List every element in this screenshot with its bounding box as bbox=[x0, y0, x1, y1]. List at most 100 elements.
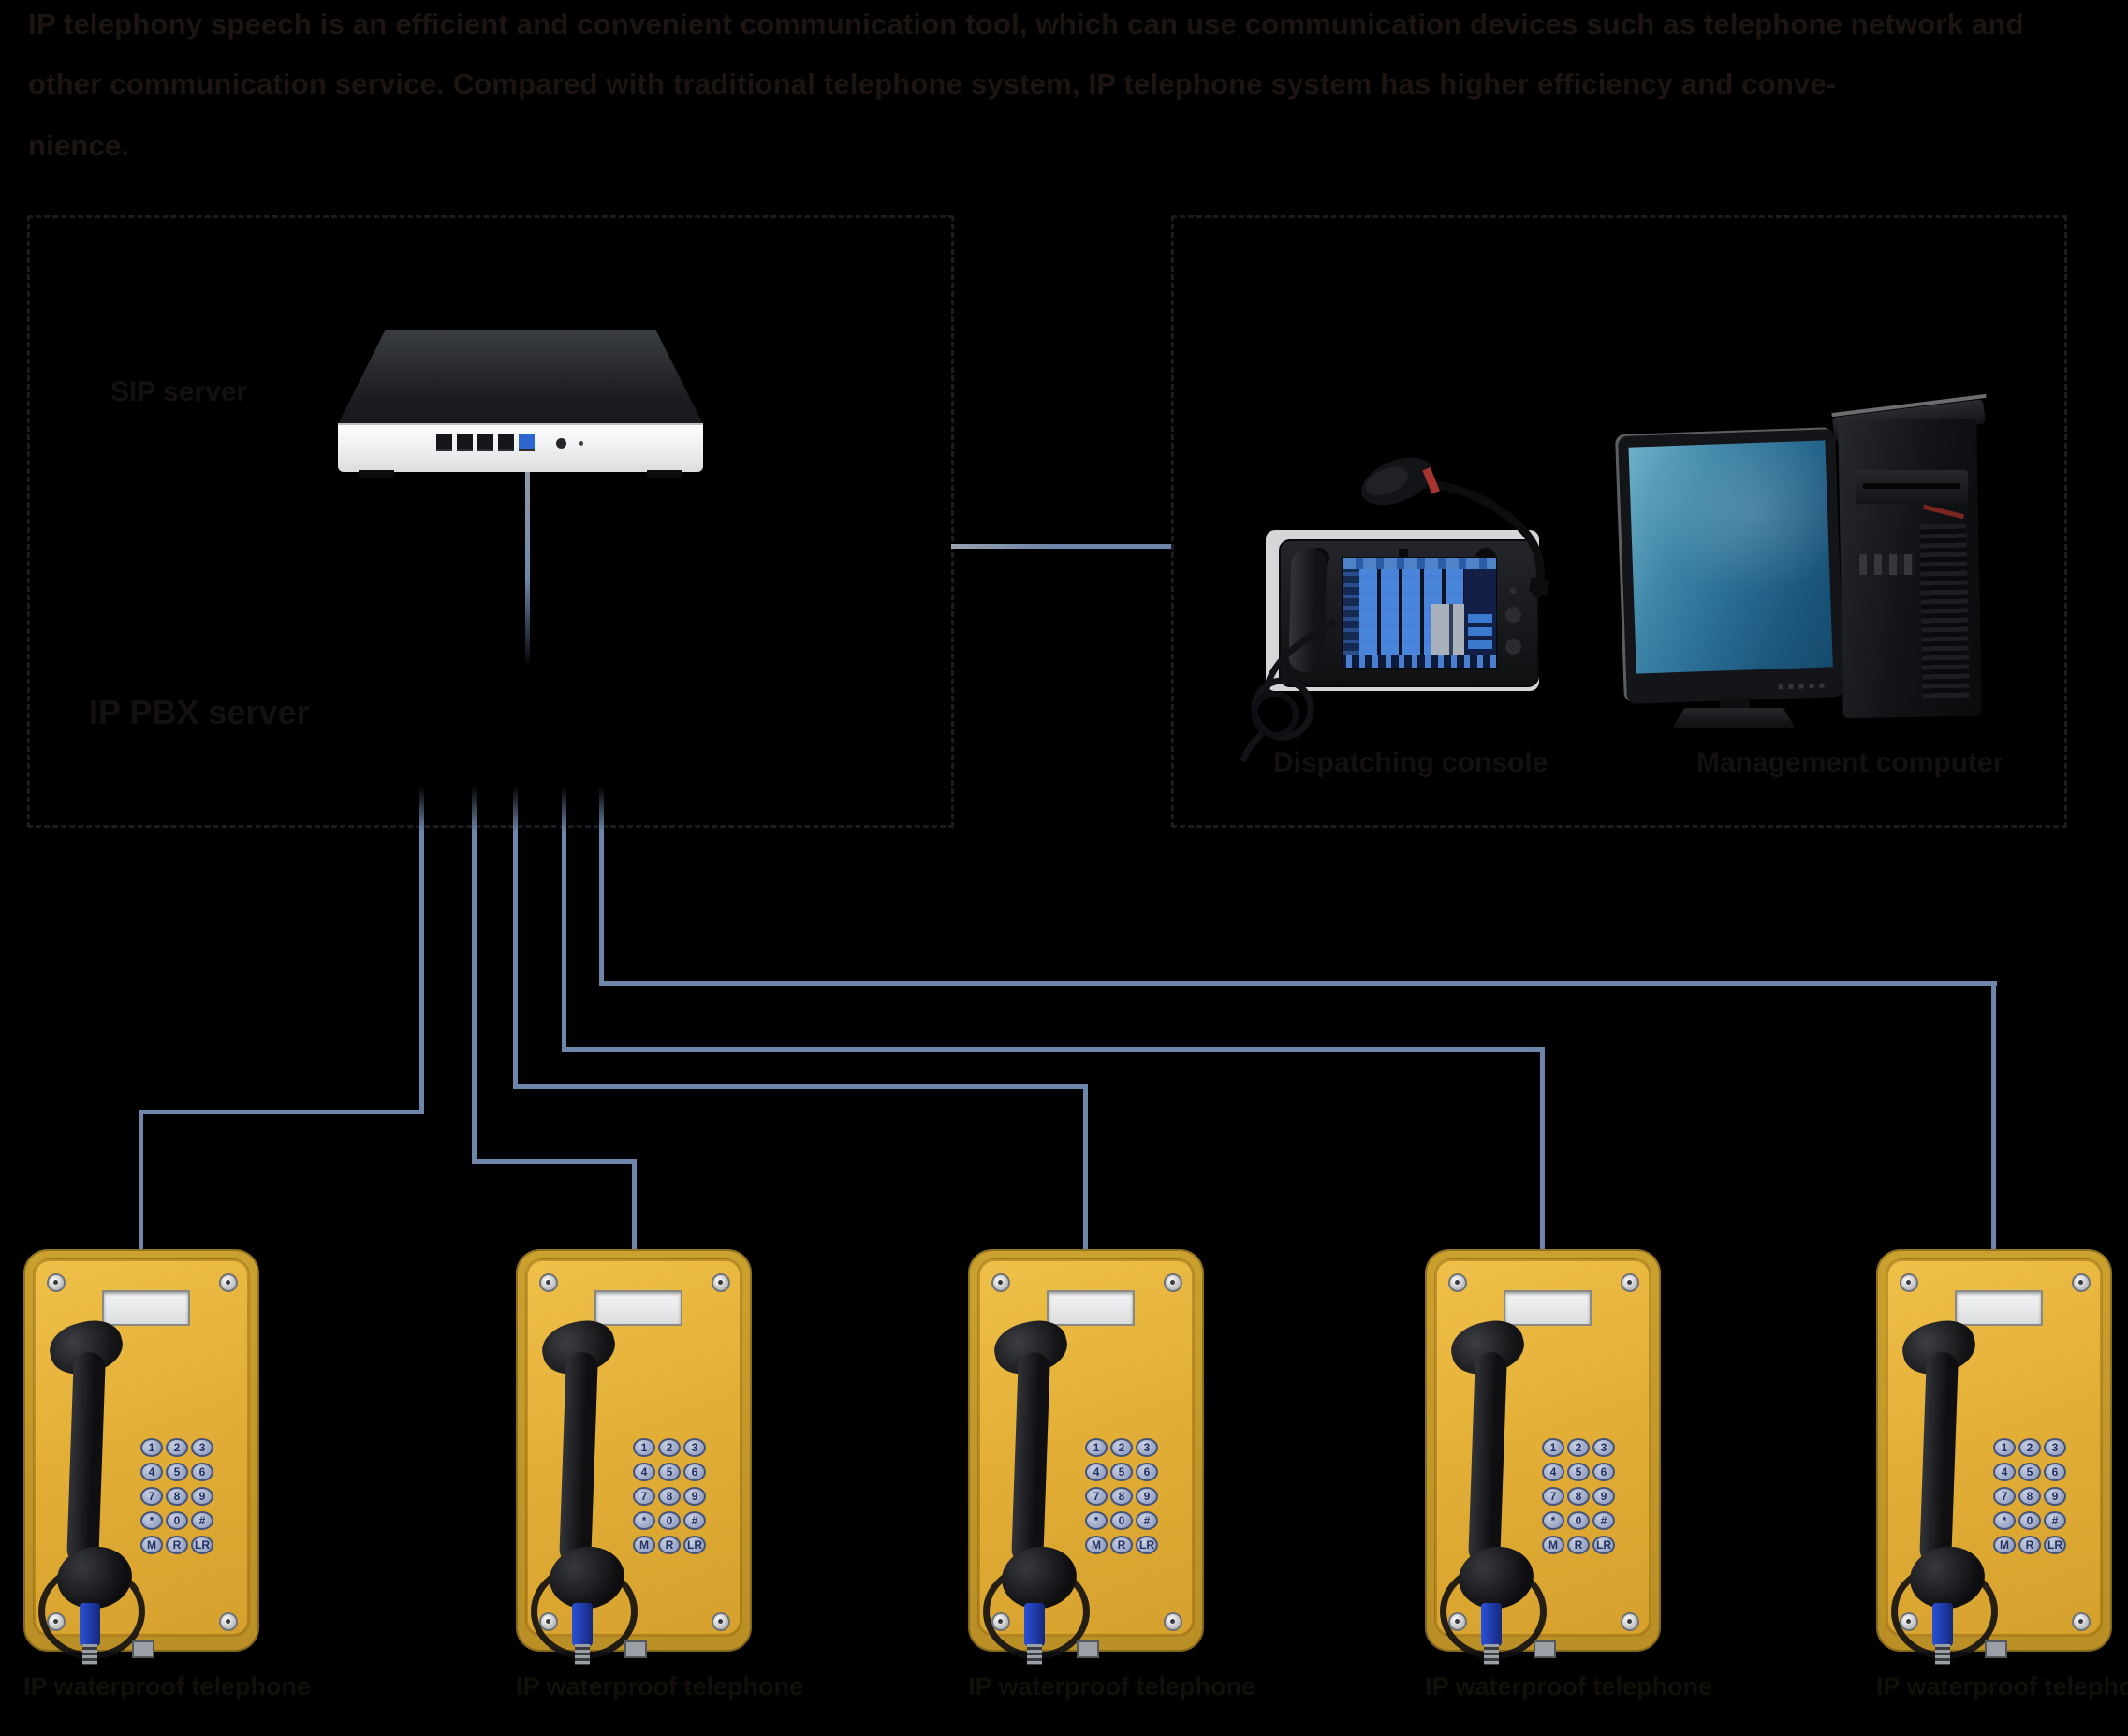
key-2: 2 bbox=[658, 1438, 681, 1457]
key-R: R bbox=[2018, 1536, 2041, 1554]
telephone-caption: IP waterproof telephone bbox=[516, 1672, 804, 1700]
key-3: 3 bbox=[683, 1438, 706, 1457]
key-star: * bbox=[1542, 1511, 1564, 1530]
keypad-row: 1 2 3 bbox=[1990, 1438, 2069, 1457]
screw-icon bbox=[1621, 1273, 1639, 1292]
key-M: M bbox=[1085, 1536, 1108, 1554]
key-hash: # bbox=[191, 1511, 213, 1530]
key-0: 0 bbox=[1567, 1511, 1590, 1530]
bottom-cable-clamp bbox=[624, 1640, 647, 1658]
key-4: 4 bbox=[1993, 1463, 2016, 1481]
telephone-caption: IP waterproof telephone bbox=[1876, 1672, 2128, 1700]
telephone-keypad: 1 2 3 4 5 6 7 8 9 * 0 # bbox=[1539, 1438, 1618, 1560]
console-mic-hole bbox=[1510, 588, 1516, 594]
console-screen-statusbar bbox=[1343, 655, 1496, 668]
key-M: M bbox=[1993, 1536, 2016, 1554]
key-R: R bbox=[1110, 1536, 1133, 1554]
number-label-window bbox=[1955, 1290, 2043, 1326]
keypad-row: 1 2 3 bbox=[1539, 1438, 1618, 1457]
key-M: M bbox=[633, 1536, 655, 1554]
cable-phone3-drop bbox=[1083, 1084, 1088, 1250]
handset-cable-plug bbox=[1932, 1603, 1953, 1646]
screw-icon bbox=[1448, 1273, 1467, 1292]
console-screen-right-panel bbox=[1464, 569, 1496, 655]
intro-paragraph-line2: other communication service. Compared wi… bbox=[28, 67, 1837, 100]
keypad-row: M R LR bbox=[1539, 1536, 1618, 1554]
cable-phone5-stub bbox=[599, 787, 604, 986]
ip-pbx-server-label: IP PBX server bbox=[89, 693, 310, 731]
cable-phone2-stub bbox=[472, 787, 477, 1164]
key-8: 8 bbox=[1110, 1487, 1133, 1506]
key-9: 9 bbox=[1136, 1487, 1158, 1506]
key-6: 6 bbox=[1136, 1463, 1158, 1481]
key-2: 2 bbox=[1567, 1438, 1590, 1457]
cable-gland-spring bbox=[1027, 1644, 1042, 1665]
key-R: R bbox=[166, 1536, 188, 1554]
key-LR: LR bbox=[1136, 1536, 1158, 1554]
ethernet-port-icon bbox=[477, 434, 493, 451]
key-4: 4 bbox=[633, 1463, 655, 1481]
cable-phone5-horizontal bbox=[599, 981, 1997, 986]
bottom-cable-clamp bbox=[1077, 1640, 1099, 1658]
dispatch-center-box bbox=[1171, 215, 2067, 828]
key-star: * bbox=[1993, 1511, 2016, 1530]
console-screen-action-button bbox=[1468, 627, 1492, 636]
key-R: R bbox=[658, 1536, 681, 1554]
keypad-row: 7 8 9 bbox=[1990, 1487, 2069, 1506]
key-8: 8 bbox=[1567, 1487, 1590, 1506]
keypad-row: * 0 # bbox=[1539, 1511, 1618, 1530]
bottom-cable-clamp bbox=[132, 1640, 154, 1658]
keypad-row: * 0 # bbox=[138, 1511, 216, 1530]
monitor bbox=[1618, 429, 1844, 704]
ip-telephone: 1 2 3 4 5 6 7 8 9 * 0 # bbox=[968, 1249, 1255, 1700]
keypad-row: 4 5 6 bbox=[1990, 1463, 2069, 1481]
ethernet-port-icon bbox=[498, 434, 514, 451]
keypad-row: 4 5 6 bbox=[630, 1463, 709, 1481]
keypad-row: M R LR bbox=[1082, 1536, 1161, 1554]
key-7: 7 bbox=[1085, 1487, 1108, 1506]
key-6: 6 bbox=[191, 1463, 213, 1481]
tower-vents bbox=[1919, 523, 1970, 699]
key-9: 9 bbox=[191, 1487, 213, 1506]
server-drop-cable bbox=[525, 471, 530, 668]
server-led bbox=[579, 440, 583, 446]
screw-icon bbox=[1900, 1273, 1918, 1292]
dispatching-console-label: Dispatching console bbox=[1273, 747, 1548, 778]
console-screen-action-button bbox=[1468, 640, 1492, 649]
key-hash: # bbox=[1136, 1511, 1158, 1530]
screw-icon bbox=[219, 1273, 238, 1292]
gooseneck-microphone-icon bbox=[1361, 457, 1550, 597]
key-6: 6 bbox=[2044, 1463, 2066, 1481]
console-screen-toolbar bbox=[1343, 558, 1496, 569]
management-computer-image bbox=[1615, 393, 1989, 730]
monitor-stand-base bbox=[1672, 708, 1796, 728]
cable-gland-spring bbox=[1484, 1644, 1499, 1665]
handset-cable-plug bbox=[80, 1603, 100, 1646]
key-6: 6 bbox=[1592, 1463, 1615, 1481]
key-LR: LR bbox=[683, 1536, 706, 1554]
ip-telephone: 1 2 3 4 5 6 7 8 9 * 0 # bbox=[1876, 1249, 2128, 1700]
key-star: * bbox=[1085, 1511, 1108, 1530]
bottom-cable-clamp bbox=[1985, 1640, 2007, 1658]
key-7: 7 bbox=[1542, 1487, 1564, 1506]
key-1: 1 bbox=[1993, 1438, 2016, 1457]
keypad-row: * 0 # bbox=[630, 1511, 709, 1530]
telephone-caption: IP waterproof telephone bbox=[1425, 1672, 1713, 1700]
server-ports bbox=[436, 434, 583, 451]
keypad-row: 7 8 9 bbox=[1082, 1487, 1161, 1506]
key-4: 4 bbox=[1542, 1463, 1564, 1481]
key-1: 1 bbox=[140, 1438, 163, 1457]
keypad-row: M R LR bbox=[630, 1536, 709, 1554]
console-cord-icon bbox=[1240, 617, 1337, 762]
management-center-box bbox=[27, 215, 954, 828]
ethernet-port-icon bbox=[457, 434, 473, 451]
ip-telephone: 1 2 3 4 5 6 7 8 9 * 0 # bbox=[1425, 1249, 1712, 1700]
key-2: 2 bbox=[2018, 1438, 2041, 1457]
key-1: 1 bbox=[1085, 1438, 1108, 1457]
key-R: R bbox=[1567, 1536, 1590, 1554]
telephone-keypad: 1 2 3 4 5 6 7 8 9 * 0 # bbox=[1990, 1438, 2069, 1560]
ip-pbx-server-image bbox=[338, 330, 703, 481]
console-screen-sidebar bbox=[1343, 569, 1359, 655]
keypad-row: * 0 # bbox=[1990, 1511, 2069, 1530]
